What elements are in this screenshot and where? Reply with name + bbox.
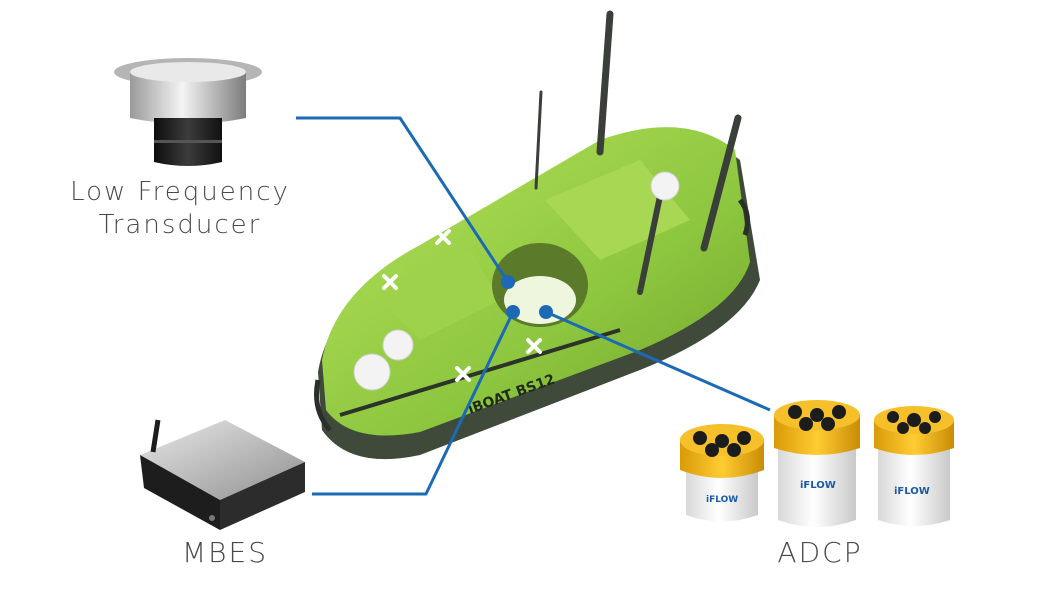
adcp-brand-text-small: iFLOW [706, 495, 738, 505]
label-adcp: ADCP [777, 536, 863, 569]
leader-line-transducer [296, 116, 510, 283]
leader-lines [296, 116, 771, 496]
label-transducer-line2: Transducer [98, 210, 262, 240]
adcp-brand-text-tall: iFLOW [894, 486, 930, 497]
leader-dot-transducer [501, 275, 515, 289]
low-frequency-transducer-image [114, 58, 262, 166]
adcp-brand-text-medium: iFLOW [800, 480, 836, 491]
adcp-unit-medium: iFLOW [774, 400, 860, 527]
adcp-unit-small: iFLOW [680, 424, 764, 522]
adcp-unit-tall: iFLOW [874, 406, 954, 526]
survey-boat-image: iBOAT BS12 [314, 10, 760, 460]
label-mbes: MBES [182, 536, 268, 569]
leader-dots [501, 275, 553, 319]
leader-line-mbes [312, 311, 515, 496]
leader-line-adcp [545, 310, 771, 412]
label-low-frequency-transducer: Low Frequency Transducer [40, 176, 320, 242]
label-transducer-line1: Low Frequency [70, 177, 290, 207]
leader-dot-adcp [539, 305, 553, 319]
leader-dot-mbes [506, 305, 520, 319]
mbes-image [140, 419, 305, 530]
